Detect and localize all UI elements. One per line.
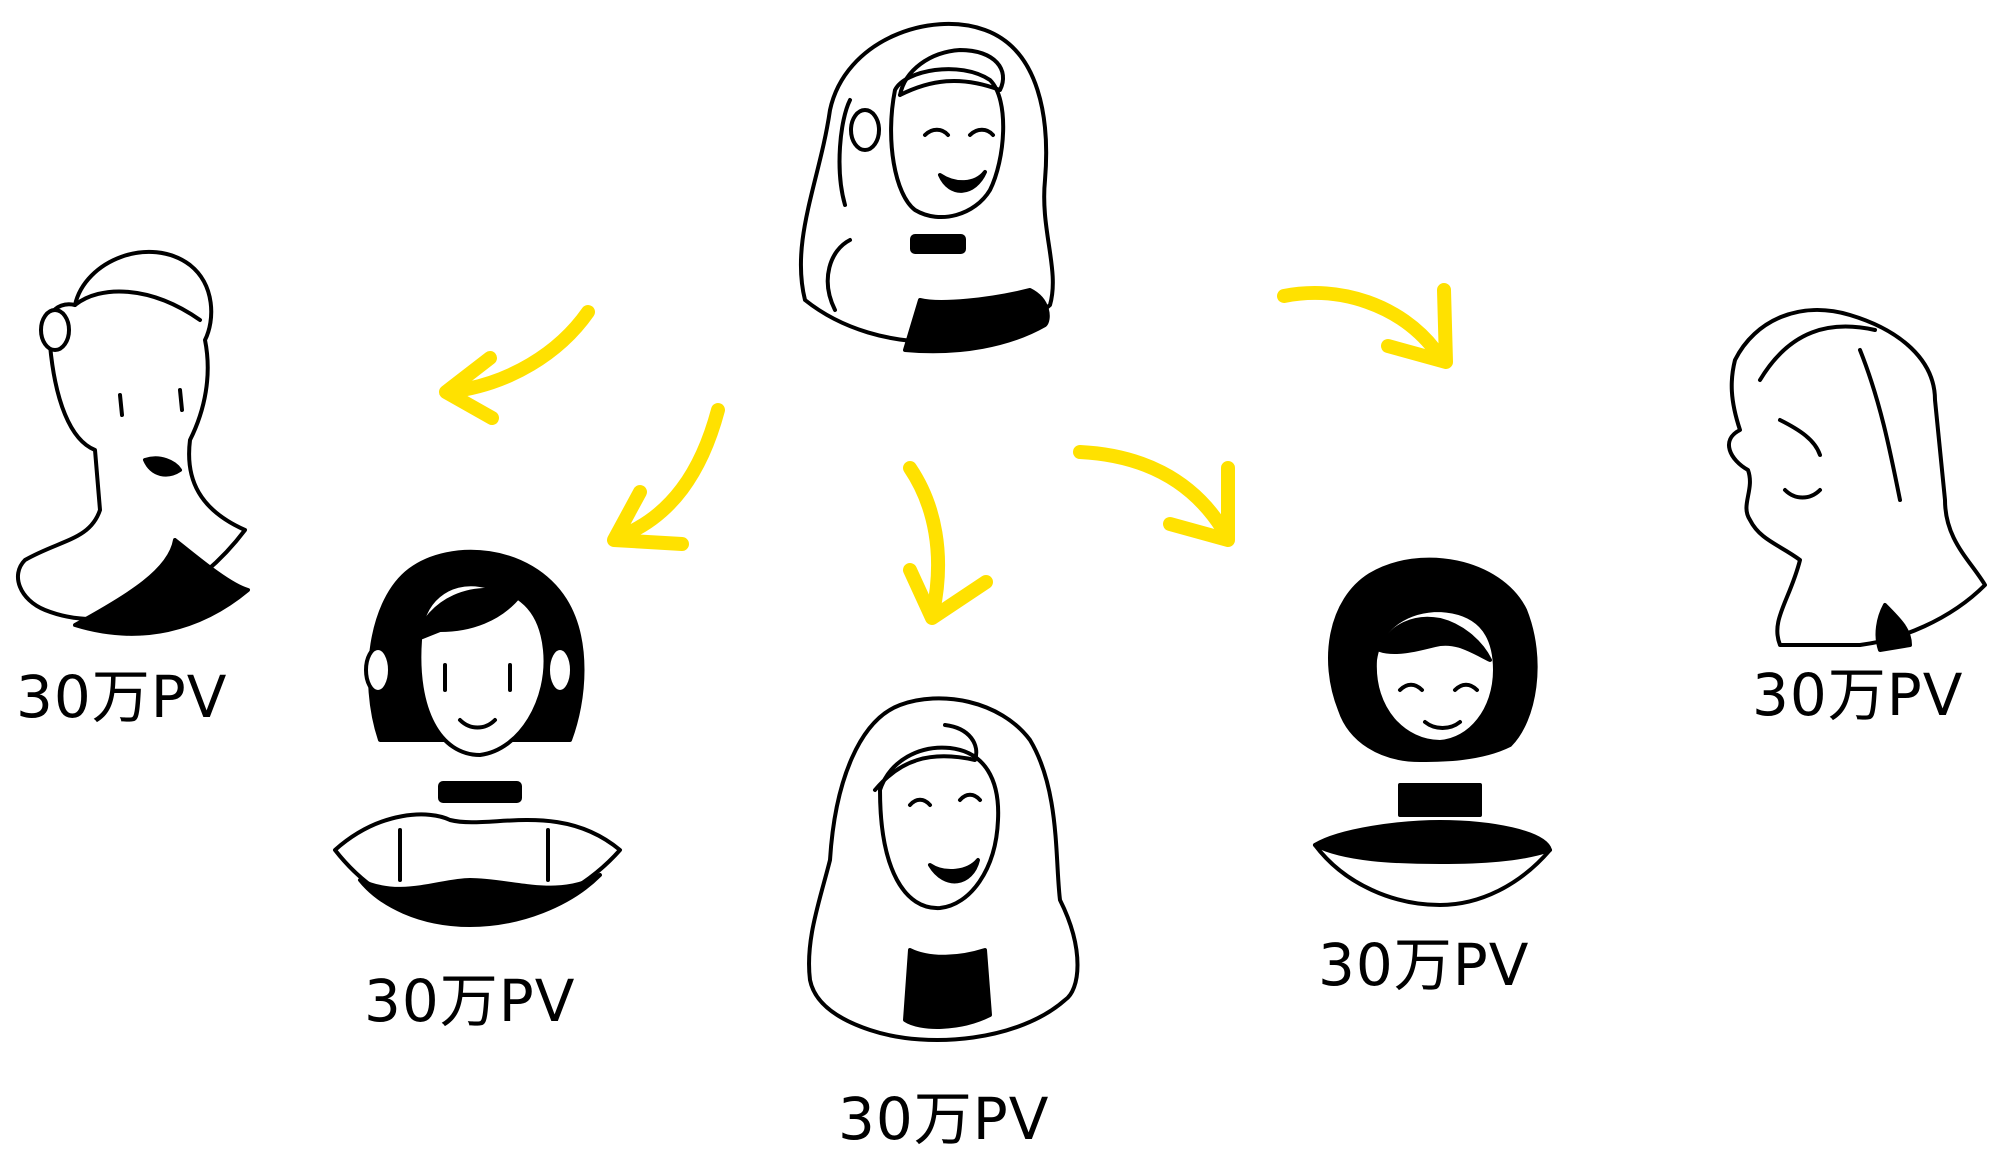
arrow-to-left-outer xyxy=(439,305,595,425)
arrow-group xyxy=(439,283,1453,625)
arrow-to-left-inner xyxy=(607,403,725,551)
right-outer-pv-label: 30万PV xyxy=(1752,661,1964,729)
left-outer-person-avatar xyxy=(15,249,250,636)
left-outer-pv-label: 30万PV xyxy=(16,663,228,731)
arrow-to-right-outer xyxy=(1277,283,1453,369)
center-pv-label: 30万PV xyxy=(838,1085,1050,1153)
source-person-avatar xyxy=(798,21,1055,354)
center-person-avatar xyxy=(807,696,1080,1042)
arrow-to-center xyxy=(903,461,993,625)
left-inner-pv-label: 30万PV xyxy=(364,967,576,1035)
arrow-to-right-inner xyxy=(1073,445,1235,547)
left-inner-person-avatar xyxy=(333,549,622,927)
right-inner-person-avatar xyxy=(1313,557,1552,907)
right-outer-person-avatar xyxy=(1727,308,1987,652)
right-inner-pv-label: 30万PV xyxy=(1318,931,1530,999)
